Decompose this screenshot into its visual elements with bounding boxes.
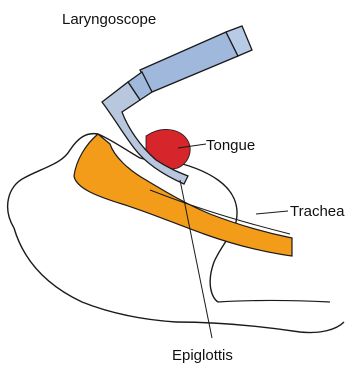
neck-outline: [176, 322, 344, 333]
trachea-leader: [256, 211, 288, 214]
epiglottis-label: Epiglottis: [172, 347, 233, 364]
trachea-label: Trachea: [290, 203, 345, 220]
pharynx-outline: [218, 301, 330, 303]
jaw-outline: [14, 228, 176, 322]
epiglottis-leader: [180, 180, 212, 338]
tongue-label: Tongue: [206, 137, 255, 154]
laryngoscope-label: Laryngoscope: [62, 11, 156, 28]
laryngoscope-handle: [140, 32, 238, 92]
